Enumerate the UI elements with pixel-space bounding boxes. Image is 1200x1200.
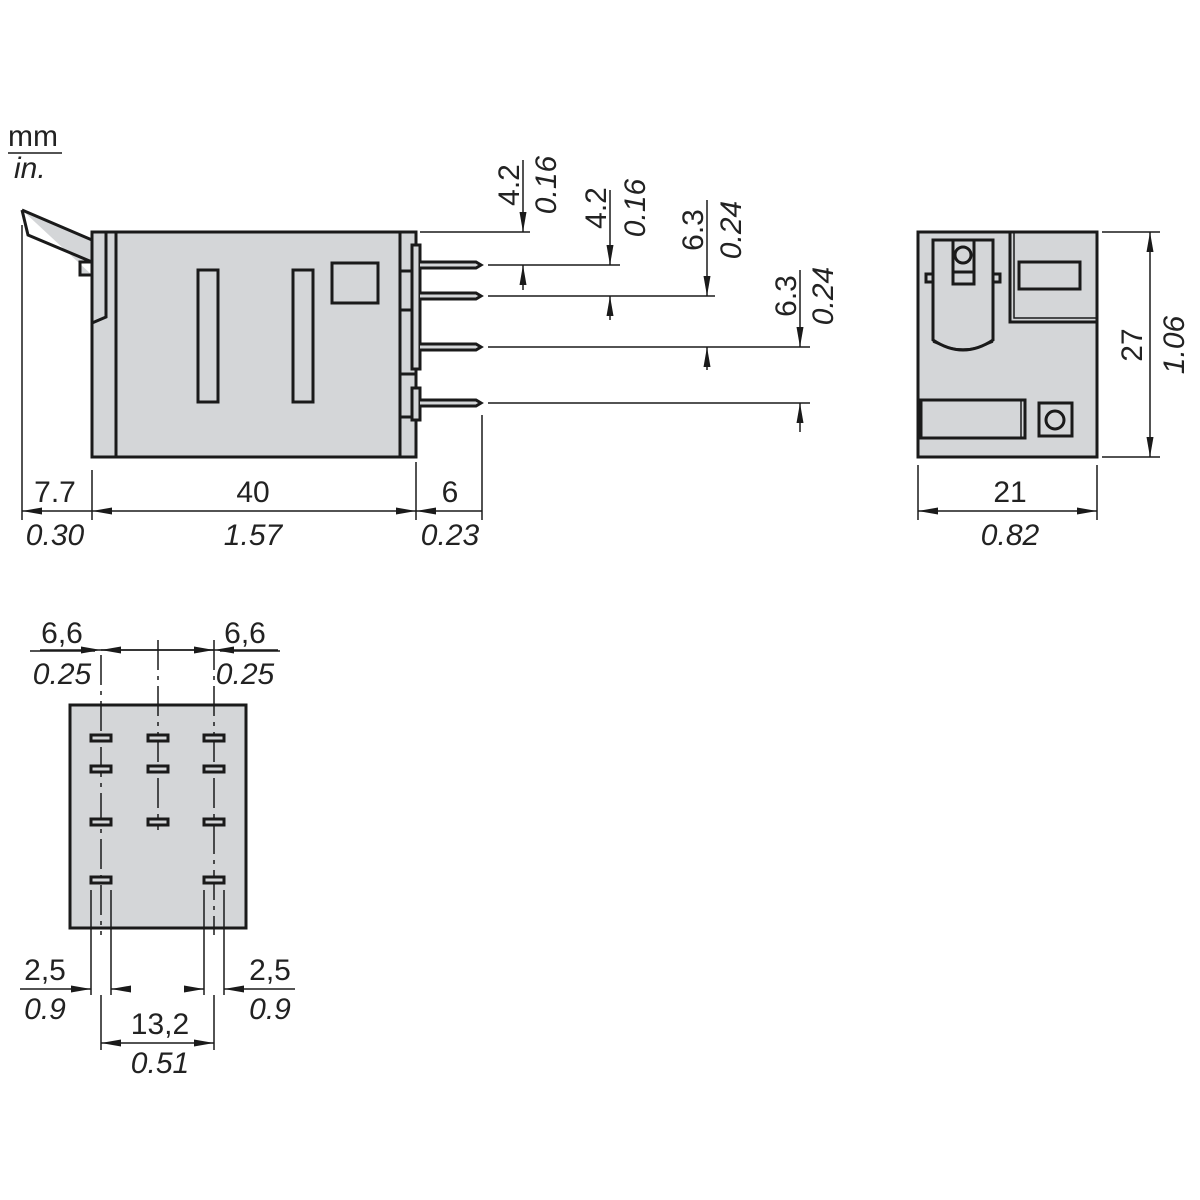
pin-dim-2-mm: 4.2 [580, 187, 613, 229]
window-slot [196, 268, 220, 404]
dim-height-in: 1.06 [1158, 315, 1191, 374]
pin-dim-1-in: 0.16 [530, 155, 563, 214]
pitch-left-in: 0.25 [33, 658, 92, 691]
dim-pin-length-in: 0.23 [421, 519, 480, 552]
pin-dim-2-in: 0.16 [619, 178, 652, 237]
indicator-window [330, 261, 380, 305]
pin-slots [89, 733, 226, 885]
front-view: 27 1.06 21 0.82 [916, 230, 1191, 552]
pitch-left-mm: 6,6 [41, 617, 83, 650]
pin-dim-4-mm: 6.3 [770, 275, 803, 317]
units-legend: mm in. [8, 120, 62, 185]
pin-dim-1-mm: 4.2 [493, 164, 526, 206]
dim-width-in: 0.82 [981, 519, 1040, 552]
dim-width-mm: 21 [993, 476, 1026, 509]
pin-dim-3-in: 0.24 [715, 201, 748, 259]
unit-mm: mm [8, 120, 58, 153]
pins [420, 260, 484, 408]
pitch-right-in: 0.25 [216, 658, 275, 691]
pin-width-right-mm: 2,5 [249, 954, 291, 987]
pin-width-right-in: 0.9 [249, 993, 291, 1026]
dim-height-mm: 27 [1116, 328, 1149, 361]
pin-dim-4-in: 0.24 [807, 267, 840, 325]
dim-lever-mm: 7.7 [34, 476, 76, 509]
bottom-view: 6,6 0.25 6,6 0.25 2,5 0.9 2,5 0.9 13,2 0… [20, 617, 295, 1080]
span-in: 0.51 [131, 1047, 189, 1080]
dim-pin-length-mm: 6 [442, 476, 459, 509]
pin-width-left-mm: 2,5 [24, 954, 66, 987]
dim-length-mm: 40 [236, 476, 269, 509]
window-slot [291, 268, 315, 404]
dim-lever-in: 0.30 [26, 519, 85, 552]
unit-in: in. [14, 152, 46, 185]
pitch-right-mm: 6,6 [224, 617, 266, 650]
side-view: 7.7 0.30 40 1.57 6 0.23 4.2 0.16 4.2 0.1… [20, 155, 840, 552]
pin-width-left-in: 0.9 [24, 993, 66, 1026]
dim-length-in: 1.57 [224, 519, 284, 552]
pin-dim-3-mm: 6.3 [677, 209, 710, 251]
span-mm: 13,2 [131, 1008, 189, 1041]
